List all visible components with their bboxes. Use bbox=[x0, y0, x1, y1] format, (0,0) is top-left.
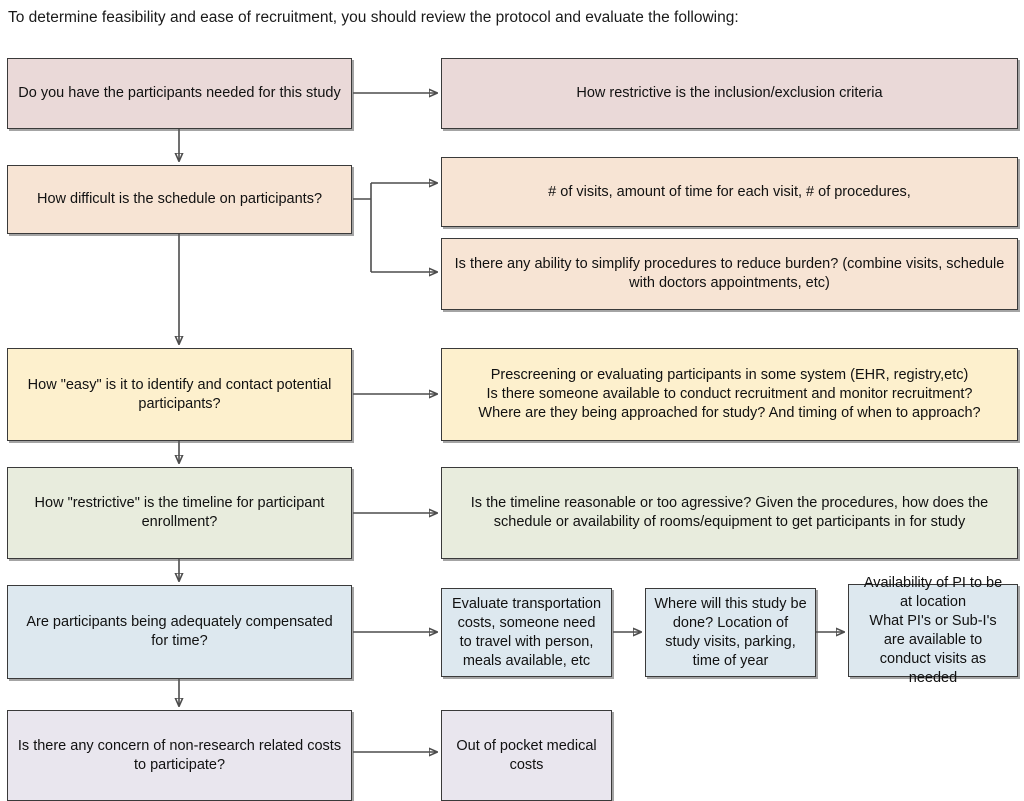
node-inclusion-exclusion[interactable]: How restrictive is the inclusion/exclusi… bbox=[441, 58, 1018, 129]
node-non-research-costs[interactable]: Is there any concern of non-research rel… bbox=[7, 710, 352, 801]
node-label: Prescreening or evaluating participants … bbox=[478, 367, 981, 421]
node-label: Out of pocket medical costs bbox=[456, 737, 597, 773]
node-out-of-pocket[interactable]: Out of pocket medical costs bbox=[441, 710, 612, 801]
node-label: # of visits, amount of time for each vis… bbox=[548, 183, 911, 200]
node-label: How "easy" is it to identify and contact… bbox=[27, 376, 332, 412]
node-identify-contact[interactable]: How "easy" is it to identify and contact… bbox=[7, 348, 352, 441]
node-participants-needed[interactable]: Do you have the participants needed for … bbox=[7, 58, 352, 129]
node-label: Are participants being adequately compen… bbox=[26, 614, 333, 649]
node-visits-time-procedures[interactable]: # of visits, amount of time for each vis… bbox=[441, 157, 1018, 227]
node-label: How difficult is the schedule on partici… bbox=[36, 191, 323, 207]
node-label: Is the timeline reasonable or too agress… bbox=[470, 495, 989, 530]
node-compensation[interactable]: Are participants being adequately compen… bbox=[7, 585, 352, 679]
node-timeline-restrictive[interactable]: How "restrictive" is the timeline for pa… bbox=[7, 467, 352, 559]
node-schedule-difficulty[interactable]: How difficult is the schedule on partici… bbox=[7, 165, 352, 234]
node-transportation-costs[interactable]: Evaluate transportation costs, someone n… bbox=[441, 588, 612, 677]
node-timeline-reasonable[interactable]: Is the timeline reasonable or too agress… bbox=[441, 467, 1018, 559]
node-label: Do you have the participants needed for … bbox=[18, 85, 341, 101]
node-label: Is there any concern of non-research rel… bbox=[17, 737, 342, 773]
node-label: Availability of PI to be at location Wha… bbox=[863, 574, 1003, 686]
node-label: Is there any ability to simplify procedu… bbox=[454, 256, 1005, 291]
node-label: How "restrictive" is the timeline for pa… bbox=[34, 495, 325, 530]
node-label: Evaluate transportation costs, someone n… bbox=[451, 595, 602, 669]
node-label: Where will this study be done? Location … bbox=[654, 595, 807, 669]
node-pi-availability[interactable]: Availability of PI to be at location Wha… bbox=[848, 575, 1018, 686]
node-simplify-procedures[interactable]: Is there any ability to simplify procedu… bbox=[441, 238, 1018, 310]
node-label: How restrictive is the inclusion/exclusi… bbox=[576, 85, 883, 101]
page-title: To determine feasibility and ease of rec… bbox=[8, 9, 739, 26]
node-study-location[interactable]: Where will this study be done? Location … bbox=[645, 588, 816, 677]
node-prescreening[interactable]: Prescreening or evaluating participants … bbox=[441, 348, 1018, 441]
